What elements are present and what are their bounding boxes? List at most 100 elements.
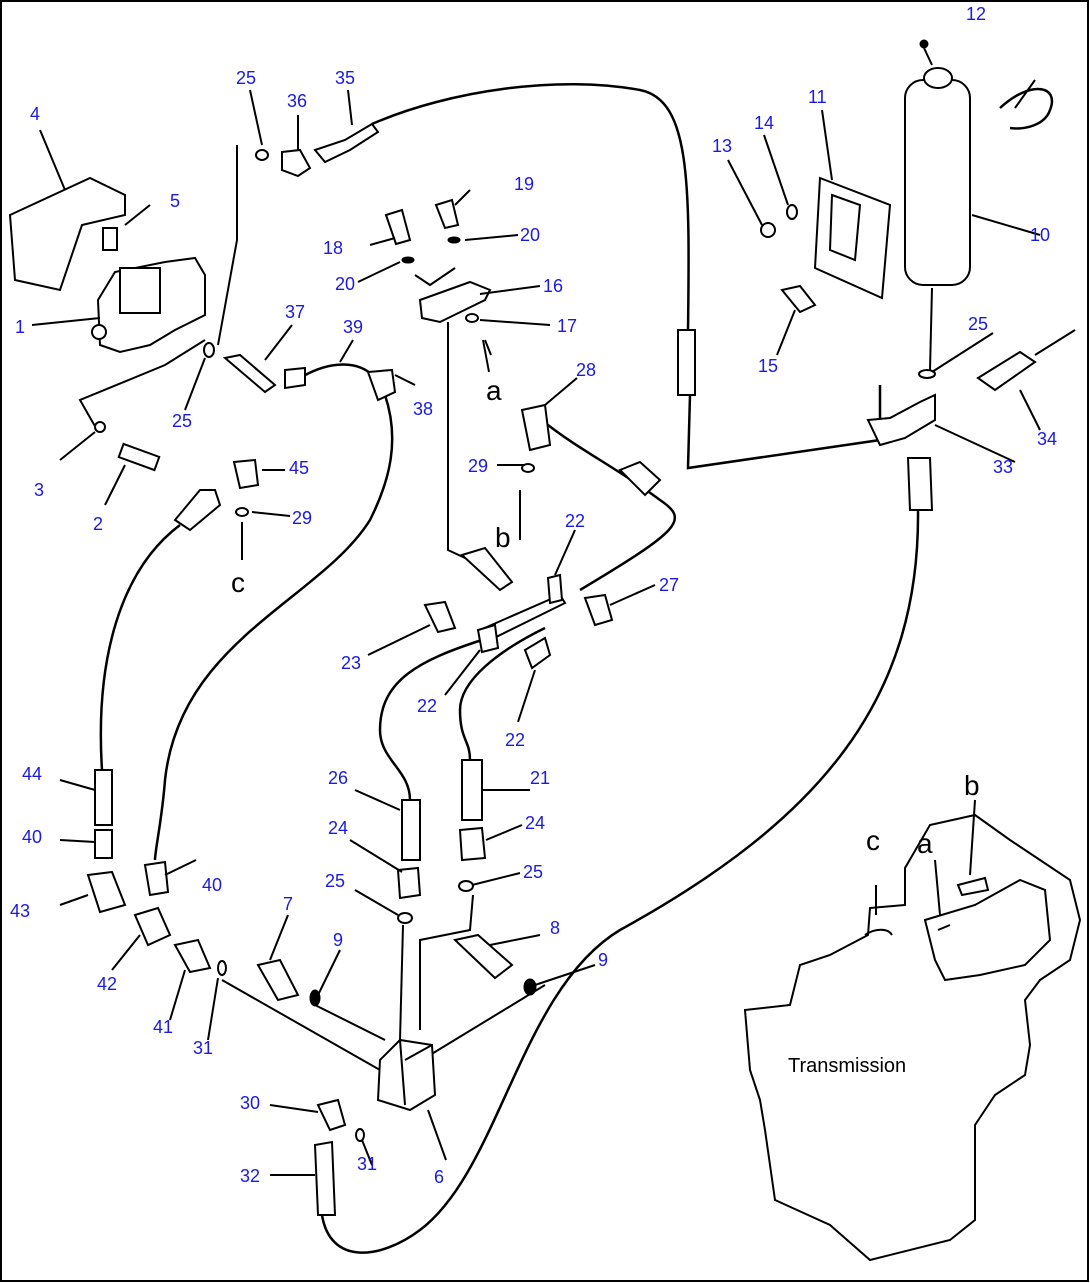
hose-21 (458, 626, 546, 761)
callout-leaders (31, 79, 1041, 1176)
callout-5: 5 (170, 191, 180, 211)
fitting-35 (313, 122, 380, 164)
callout-44: 44 (22, 764, 42, 784)
hose-26 (378, 638, 483, 801)
clamp-22-low (523, 636, 552, 670)
ref-a-top: a (486, 375, 502, 406)
callout-9-right: 9 (598, 950, 608, 970)
tube-6-right (419, 894, 474, 1030)
washer-14 (786, 204, 798, 220)
callout-7: 7 (283, 894, 293, 914)
fitting-33-bottom (906, 457, 934, 511)
bracket-line-20 (414, 267, 456, 287)
tee-33 (866, 393, 936, 447)
oring-25-right (918, 369, 936, 379)
callout-36: 36 (287, 91, 307, 111)
hose-end-32 (313, 1140, 337, 1216)
elbow-43 (86, 870, 127, 914)
adapter-24-right (458, 826, 487, 862)
callout-39: 39 (343, 317, 363, 337)
bolt-27 (583, 593, 614, 627)
reference-letters: a b c c a b (231, 339, 980, 859)
ref-b-mid: b (495, 522, 511, 553)
accumulator-10 (904, 79, 971, 286)
hose-39-down (153, 394, 394, 861)
callout-38: 38 (413, 399, 433, 419)
transmission-outline (743, 813, 1082, 1262)
callout-21: 21 (530, 768, 550, 788)
callout-14: 14 (754, 113, 774, 133)
hose-44 (99, 524, 181, 771)
bolt-2 (117, 442, 161, 472)
fitting-28-hose (618, 460, 662, 497)
callout-8: 8 (550, 918, 560, 938)
fitting-37 (222, 353, 277, 394)
callout-25-mid: 25 (523, 862, 543, 882)
center-lower-fittings (313, 759, 537, 1216)
callout-29-center: 29 (468, 456, 488, 476)
valve-block-6-edges (399, 1039, 433, 1106)
oring-31-bottom (355, 1128, 365, 1142)
switch-45 (232, 458, 260, 490)
leader-lines (31, 79, 1041, 1176)
pump-shaft (91, 324, 107, 340)
callout-40-left: 40 (22, 827, 42, 847)
bracket-11-inner (828, 193, 862, 262)
oring-25-left (203, 342, 215, 358)
valve-stem (919, 39, 929, 49)
accumulator-cap (923, 67, 953, 89)
port-b (956, 876, 990, 897)
callout-12: 12 (966, 4, 986, 24)
hose-end-26 (401, 799, 421, 861)
bracket-4 (8, 176, 126, 292)
pipe-right-connector (686, 385, 882, 470)
callout-4: 4 (30, 104, 40, 124)
oring-25-top (255, 149, 269, 161)
port-a (937, 924, 951, 931)
line-31 (221, 979, 381, 1071)
callout-1: 1 (15, 317, 25, 337)
callout-25-center: 25 (325, 871, 345, 891)
bolt-18 (384, 208, 412, 246)
callout-22-low: 22 (505, 730, 525, 750)
bolt-19 (434, 198, 460, 230)
clamp-22-mid (476, 623, 500, 654)
ref-line-a (934, 859, 941, 916)
callout-23: 23 (341, 653, 361, 673)
callout-28: 28 (576, 360, 596, 380)
callout-40-right: 40 (202, 875, 222, 895)
block-16 (418, 280, 492, 324)
callout-33: 33 (993, 457, 1013, 477)
adapter-24-left (396, 866, 422, 900)
callout-26: 26 (328, 768, 348, 788)
callout-6: 6 (434, 1167, 444, 1187)
hose-lines (78, 83, 933, 1254)
hose-top (371, 83, 690, 331)
nut-39 (284, 366, 306, 390)
callout-45: 45 (289, 458, 309, 478)
callout-19: 19 (514, 174, 534, 194)
ref-c-left: c (231, 567, 245, 598)
callout-3: 3 (34, 480, 44, 500)
port-c (864, 928, 893, 936)
oring-29-left (235, 507, 249, 517)
fitting-30 (316, 1098, 347, 1132)
bolt-5 (102, 227, 118, 251)
washer-3 (94, 421, 106, 433)
center-fittings (384, 198, 696, 670)
hose-12 (999, 87, 1054, 130)
line-bolt (78, 339, 206, 429)
callout-30: 30 (240, 1093, 260, 1113)
callout-27: 27 (659, 575, 679, 595)
callout-22-top: 22 (565, 511, 585, 531)
ref-b-trans: b (964, 770, 980, 801)
oring-25-mid (458, 880, 474, 892)
breather-28 (520, 403, 552, 452)
callout-29-left: 29 (292, 508, 312, 528)
callout-31-left: 31 (193, 1038, 213, 1058)
accumulator-assembly (760, 39, 1076, 511)
callout-35: 35 (335, 68, 355, 88)
hose-end-44-top (173, 489, 222, 532)
valve-line (923, 47, 933, 66)
accumulator-line (929, 287, 933, 371)
